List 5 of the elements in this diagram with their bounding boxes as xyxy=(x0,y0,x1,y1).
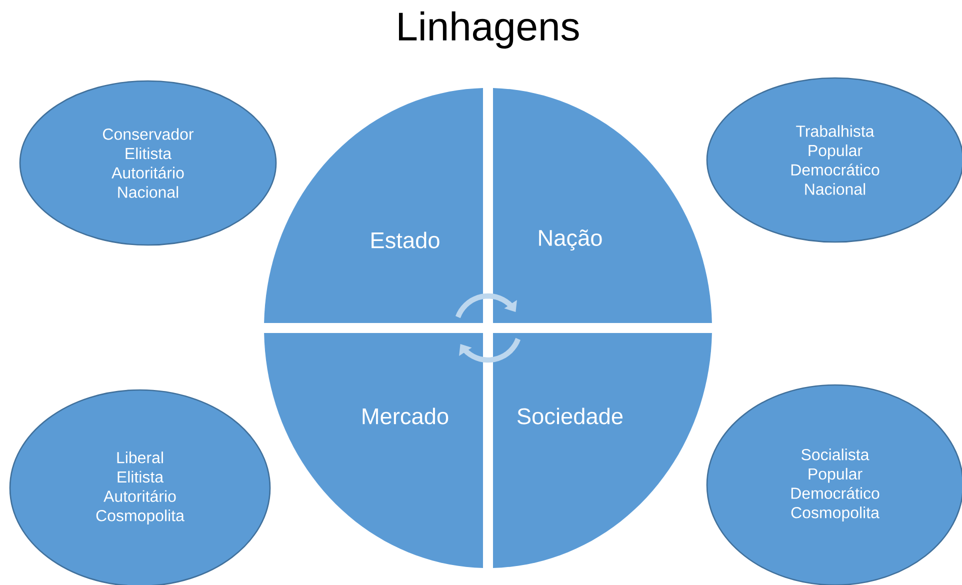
quadrant: Mercado xyxy=(264,333,483,568)
title: Linhagens xyxy=(398,11,579,49)
quadrant: Sociedade xyxy=(493,333,712,568)
quadrant: Nação xyxy=(493,88,712,323)
quadrant: Estado xyxy=(264,88,483,323)
